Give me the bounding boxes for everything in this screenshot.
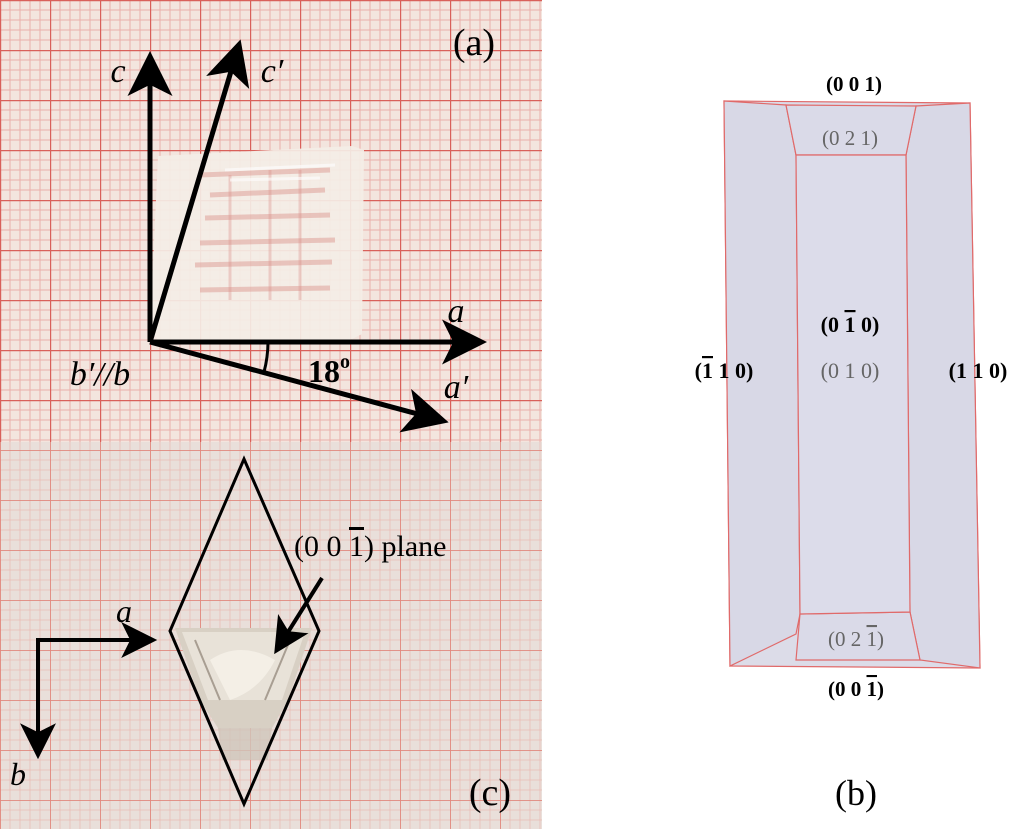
- panel-c: (0 0 1) plane a b (c): [0, 442, 542, 829]
- axis-a-label: a: [448, 293, 465, 330]
- crystal-habit: [723, 100, 981, 669]
- face-001-label: (0 0 1): [826, 72, 882, 96]
- panel-b: (0 0 1) (0 2 1) (0 1 0) (0 1 0) (1 1 0) …: [695, 72, 1008, 813]
- angle-label: 18o: [308, 351, 350, 389]
- axis-a-prime-arrow: [149, 339, 449, 433]
- plane-label: (0 0 1) plane: [294, 530, 446, 563]
- face-010-label: (0 1 0): [821, 358, 880, 383]
- face-021-label: (0 2 1): [822, 126, 878, 150]
- panel-a-label: (a): [453, 22, 495, 64]
- panel-b-label: (b): [835, 773, 877, 813]
- face-110-label: (1 1 0): [949, 358, 1008, 383]
- axis-a-prime-label: a′: [444, 369, 469, 406]
- face-02m1-label: (0 2 1): [828, 627, 884, 651]
- crystal-c: [175, 628, 312, 760]
- panel-c-label: (c): [469, 772, 511, 814]
- face-m110-label: (1 1 0): [695, 358, 754, 383]
- face-00m1-label: (0 0 1): [828, 677, 884, 701]
- crystal-slab: [150, 146, 364, 342]
- axis-b-label: b′//b: [70, 356, 130, 393]
- angle-arc: [262, 341, 270, 373]
- axis-c-prime-arrow: [147, 39, 250, 343]
- plane-arrow: [274, 576, 324, 655]
- axis-c-a-label: a: [116, 593, 132, 629]
- axis-c-prime-label: c′: [261, 53, 284, 90]
- axis-c-b-label: b: [10, 756, 26, 792]
- rhombus-outline: [168, 455, 321, 808]
- face-0-10-label: (0 1 0): [821, 312, 880, 337]
- axis-c-label: c: [110, 53, 125, 90]
- panel-a: (a) c c′ a a′ b′//b 18o: [0, 0, 542, 442]
